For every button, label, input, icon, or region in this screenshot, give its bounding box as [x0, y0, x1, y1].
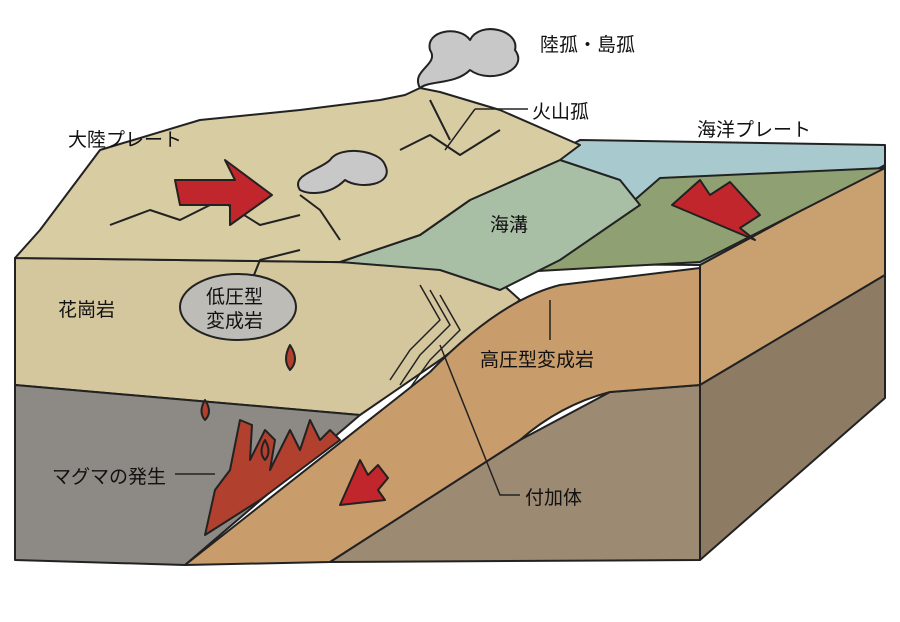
subducting-slab: [184, 267, 701, 566]
volcanic-arc-label: 火山孤: [532, 101, 590, 123]
magma-drop: [200, 344, 296, 461]
high-pressure-label: 高圧型変成岩: [480, 349, 595, 371]
continent-surface: [14, 87, 581, 263]
subduction-arrow: [339, 459, 389, 506]
ridge-lines: [109, 99, 501, 286]
continental-plate-label: 大陸プレート: [68, 129, 183, 151]
oceanic-plate-arrow: [671, 179, 761, 241]
trench-label: 海溝: [490, 214, 529, 236]
low-pressure-metamorphic-body: [179, 273, 297, 341]
magma: [204, 419, 341, 536]
continental-plate-arrow: [174, 159, 273, 226]
accretion-folds: [389, 284, 461, 389]
low-pressure-label-2: 変成岩: [206, 310, 264, 332]
magma-label: マグマの発生: [52, 466, 167, 488]
arc-label: 陸孤・島孤: [540, 34, 636, 56]
smoke-cloud-small: [297, 149, 388, 194]
accretion-label: 付加体: [525, 487, 583, 509]
granite-label: 花崗岩: [58, 299, 116, 321]
oceanic-plate-label: 海洋プレート: [697, 119, 812, 141]
low-pressure-label-1: 低圧型: [206, 286, 264, 308]
smoke-cloud: [417, 28, 519, 89]
leader-lines: [175, 108, 551, 496]
